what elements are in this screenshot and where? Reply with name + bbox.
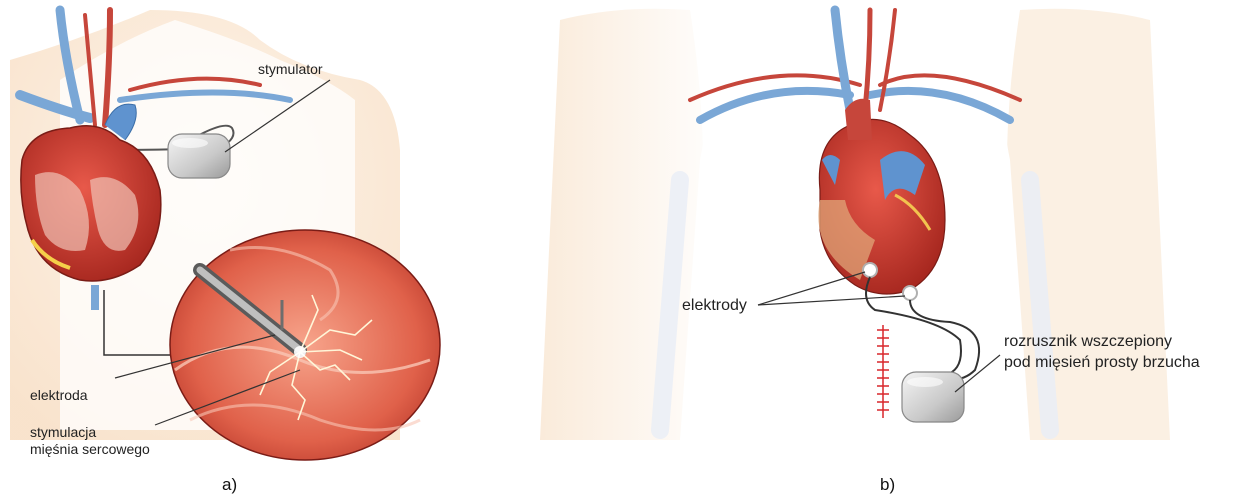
label-implant-line2: pod mięsień prosty brzucha bbox=[1004, 354, 1200, 371]
zoom-circle-a bbox=[170, 230, 440, 460]
electrode-2 bbox=[903, 286, 917, 300]
label-stimulation-line2: mięśnia sercowego bbox=[30, 441, 150, 457]
panel-a: stymulator elektroda stymulacja mięśnia … bbox=[10, 10, 440, 494]
label-implant-line1: rozrusznik wszczepiony bbox=[1004, 333, 1172, 350]
pacemaker-device-a bbox=[168, 134, 230, 178]
label-stimulator: stymulator bbox=[258, 61, 323, 77]
label-electrodes: elektrody bbox=[682, 297, 747, 314]
label-stimulation-line1: stymulacja bbox=[30, 424, 96, 440]
pacemaker-device-b bbox=[902, 372, 964, 422]
caption-b: b) bbox=[880, 475, 895, 494]
panel-b: elektrody rozrusznik wszczepiony pod mię… bbox=[540, 0, 1200, 494]
electrode-1 bbox=[863, 263, 877, 277]
label-electrode: elektroda bbox=[30, 387, 88, 403]
caption-a: a) bbox=[222, 475, 237, 494]
